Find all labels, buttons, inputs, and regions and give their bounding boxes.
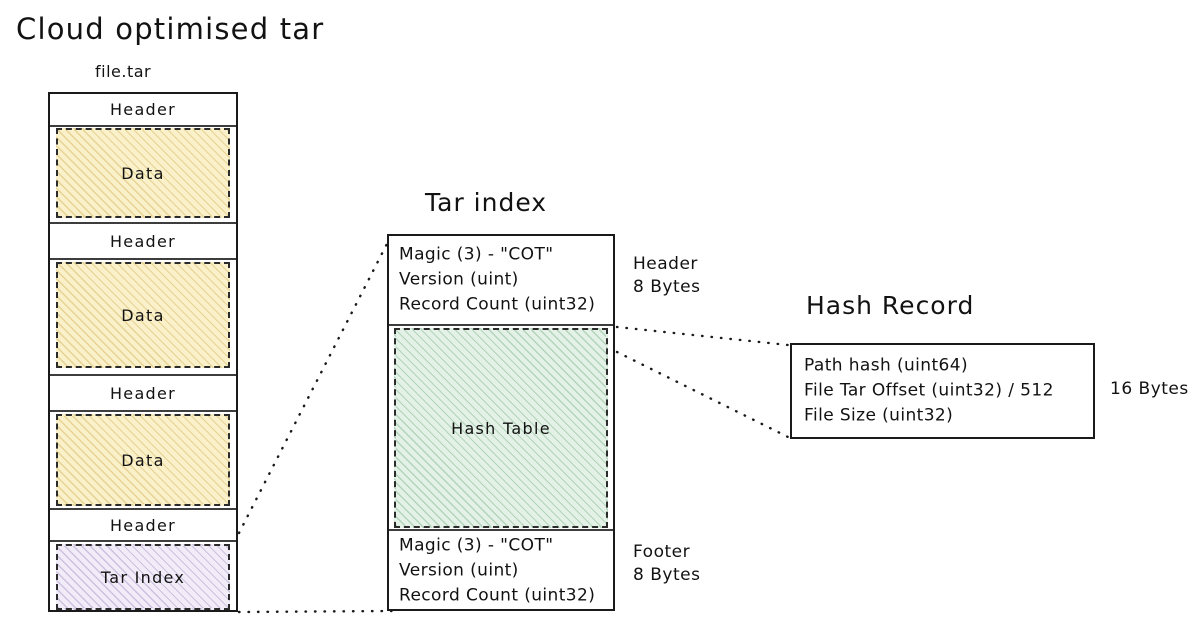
tar-index-footer-size-label: Footer 8 Bytes (633, 541, 700, 587)
hash-record-fields: Path hash (uint64) File Tar Offset (uint… (804, 353, 1054, 428)
tar-index-header-section: Magic (3) - "COT" Version (uint) Record … (389, 236, 613, 326)
hash-record-size-label: 16 Bytes (1110, 379, 1189, 399)
tar-file-column: Header Data Header Data Header Data Head… (48, 92, 238, 612)
tar-index-box: Magic (3) - "COT" Version (uint) Record … (387, 234, 615, 611)
tar-segment-header-1: Header (50, 94, 236, 127)
page-title: Cloud optimised tar (16, 12, 325, 46)
tar-segment-label: Header (109, 231, 177, 251)
connector-table-to-record-bottom (615, 350, 790, 439)
field-line: Path hash (uint64) (804, 355, 969, 376)
tar-segment-data-2: Data (56, 262, 230, 368)
field-line: Record Count (uint32) (399, 585, 596, 606)
field-line: Version (uint) (399, 269, 519, 290)
tar-segment-label: Header (109, 100, 177, 119)
file-tar-label: file.tar (95, 62, 152, 81)
tar-index-header-size-label: Header 8 Bytes (633, 253, 700, 299)
tar-segment-label: Data (121, 163, 165, 183)
tar-segment-header-4: Header (50, 508, 236, 542)
field-line: Version (uint) (399, 560, 519, 581)
connector-index-to-box-bottom (237, 609, 394, 614)
size-label-line: Header (633, 254, 698, 274)
field-line: File Size (uint32) (804, 405, 954, 426)
connector-index-to-box-top (237, 232, 394, 535)
tar-index-footer-section: Magic (3) - "COT" Version (uint) Record … (389, 529, 613, 611)
field-line: Record Count (uint32) (399, 294, 596, 315)
hash-record-title: Hash Record (806, 291, 975, 320)
field-line: Magic (3) - "COT" (399, 535, 554, 556)
tar-segment-header-3: Header (50, 374, 236, 412)
hash-record-box: Path hash (uint64) File Tar Offset (uint… (790, 343, 1095, 439)
tar-index-footer-fields: Magic (3) - "COT" Version (uint) Record … (399, 533, 595, 608)
field-line: Magic (3) - "COT" (399, 244, 554, 265)
connector-table-to-record-top (615, 325, 790, 347)
tar-segment-label: Header (109, 515, 177, 535)
tar-segment-label: Tar Index (100, 567, 186, 587)
size-label-line: Footer (633, 542, 691, 562)
tar-segment-data-1: Data (56, 128, 230, 218)
tar-segment-label: Data (121, 450, 165, 470)
tar-segment-label: Header (109, 383, 177, 403)
tar-segment-tar-index: Tar Index (56, 544, 230, 610)
size-label-line: 8 Bytes (633, 276, 701, 297)
field-line: File Tar Offset (uint32) / 512 (804, 380, 1054, 401)
hash-table-label: Hash Table (451, 418, 551, 438)
hash-table-section: Hash Table (394, 328, 608, 528)
tar-index-title: Tar index (425, 188, 548, 217)
tar-segment-data-3: Data (56, 414, 230, 506)
tar-segment-label: Data (121, 305, 165, 325)
tar-index-header-fields: Magic (3) - "COT" Version (uint) Record … (399, 242, 595, 317)
tar-segment-header-2: Header (50, 222, 236, 260)
size-label-line: 8 Bytes (633, 564, 701, 585)
